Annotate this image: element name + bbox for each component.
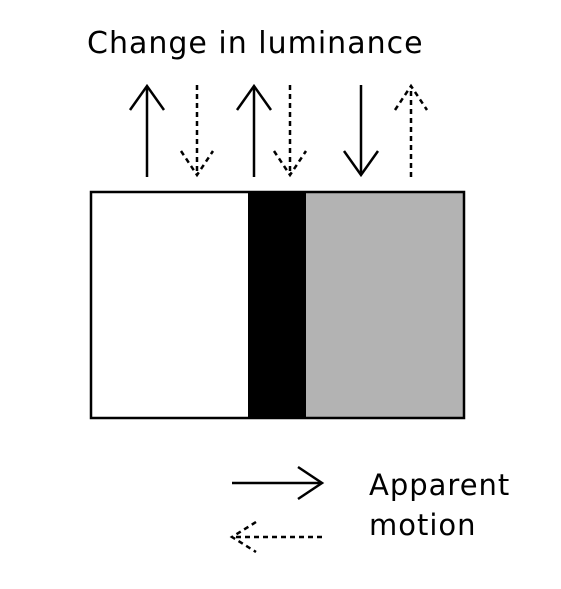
dashed-down-arrow-2 <box>272 85 308 178</box>
region-gray <box>306 192 464 418</box>
region-white <box>91 192 248 418</box>
solid-down-arrow-3 <box>342 85 380 178</box>
solid-up-arrow-2 <box>235 83 273 177</box>
legend-label-line1: Apparent <box>369 468 511 502</box>
region-black <box>248 192 306 418</box>
dashed-down-arrow-1 <box>179 85 215 178</box>
region-border <box>89 190 466 420</box>
diagram-title: Change in luminance <box>87 26 424 61</box>
luminance-regions <box>89 190 466 420</box>
solid-right-arrow <box>232 465 325 501</box>
dashed-up-arrow-3 <box>393 83 429 177</box>
solid-up-arrow-1 <box>128 83 166 177</box>
motion-arrows <box>229 465 325 554</box>
dashed-left-arrow <box>229 520 322 554</box>
luminance-arrows <box>128 83 429 178</box>
legend-label-line2: motion <box>369 508 477 542</box>
